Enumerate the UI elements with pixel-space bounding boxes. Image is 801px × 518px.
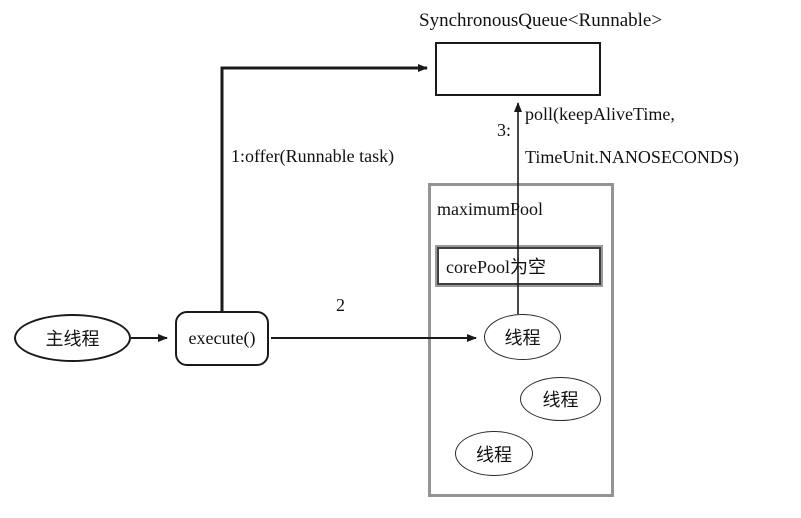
thread-label-1: 线程 <box>504 328 541 348</box>
offer-arrow-label: 1:offer(Runnable task) <box>231 146 395 166</box>
poll-label-line2: TimeUnit.NANOSECONDS) <box>525 147 739 167</box>
offer-arrow <box>220 64 428 311</box>
main-thread-label: 主线程 <box>45 329 100 349</box>
thread-ellipse-3: 线程 <box>455 431 533 476</box>
thread-label-3: 线程 <box>476 444 512 465</box>
execute-label: execute() <box>188 328 256 348</box>
execute-node: execute() <box>175 311 269 366</box>
thread-ellipse-1: 线程 <box>484 314 561 360</box>
core-pool-box: corePool为空 <box>437 247 601 285</box>
main-thread-ellipse: 主线程 <box>14 314 131 362</box>
maximum-pool-label: maximumPool <box>437 199 544 219</box>
step3-label: 3: <box>497 120 512 140</box>
thread-ellipse-2: 线程 <box>520 377 601 421</box>
diagram-title: SynchronousQueue<Runnable> <box>419 10 663 31</box>
thread-label-2: 线程 <box>542 390 579 410</box>
core-pool-label: corePool为空 <box>446 257 546 277</box>
poll-label-line1: poll(keepAliveTime, <box>525 104 675 124</box>
step2-label: 2 <box>336 295 345 315</box>
synchronous-queue-box <box>435 42 601 96</box>
